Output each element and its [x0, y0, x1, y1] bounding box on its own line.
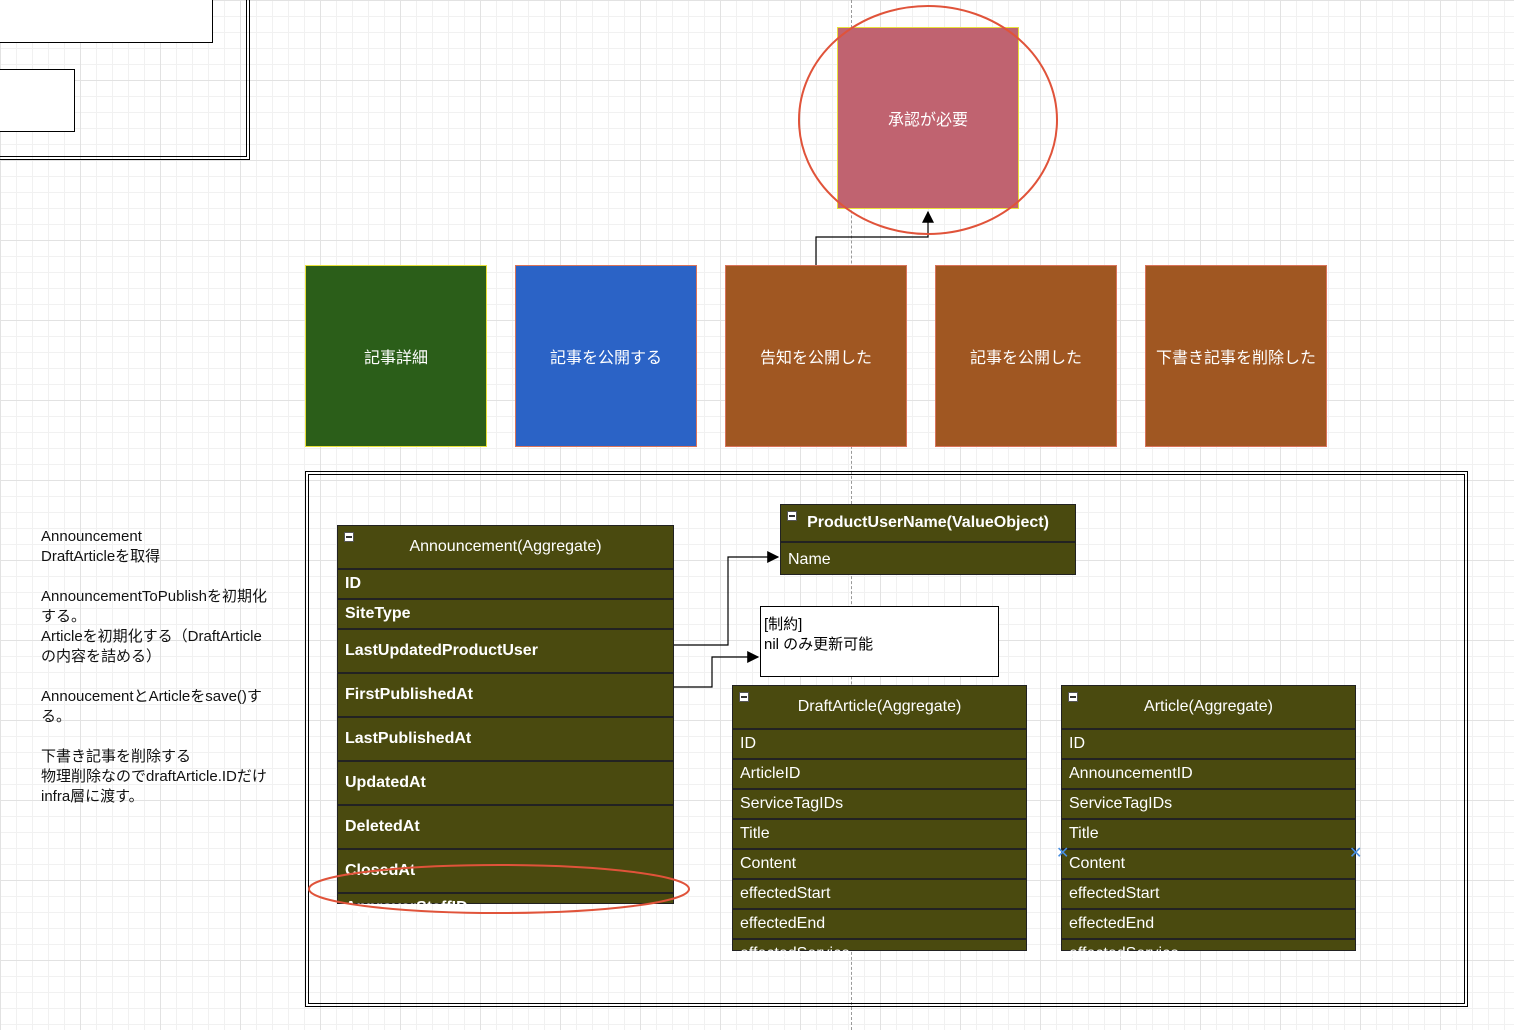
uml-title-bold: ProductUserName(	[807, 514, 952, 531]
container-top-left[interactable]	[0, 0, 250, 160]
uml-title: DraftArticle(Aggregate)	[797, 698, 962, 715]
arrow-user-to-value-object	[674, 551, 780, 646]
collapse-icon[interactable]	[787, 511, 797, 521]
arrow-published-to-constraint	[674, 651, 760, 688]
box-top-left-1[interactable]	[0, 0, 213, 43]
uml-field[interactable]: ArticleID	[733, 760, 1026, 790]
collapse-icon[interactable]	[739, 692, 749, 702]
uml-title: Article(Aggregate)	[1144, 698, 1273, 715]
uml-field[interactable]: effectedStart	[1062, 880, 1355, 910]
uml-field[interactable]: effectedEnd	[1062, 910, 1355, 940]
connection-handle-icon[interactable]: ✕	[1056, 845, 1070, 862]
uml-field[interactable]: LastPublishedAt	[338, 718, 673, 762]
uml-field[interactable]: ServiceTagIDs	[1062, 790, 1355, 820]
announcement-aggregate[interactable]: Announcement(Aggregate) ID SiteType Last…	[337, 525, 674, 916]
uml-field[interactable]: SiteType	[338, 600, 673, 630]
uml-title: ProductUserName(ValueObject)	[807, 514, 1049, 532]
card-label: 記事詳細	[363, 350, 428, 367]
uml-field[interactable]: AnnouncementID	[1062, 760, 1355, 790]
card-draft-deleted[interactable]: 下書き記事を削除した	[1145, 265, 1327, 447]
draft-article-aggregate[interactable]: DraftArticle(Aggregate) ID ArticleID Ser…	[732, 685, 1027, 962]
uml-title: Announcement(Aggregate)	[409, 538, 602, 555]
card-article-published[interactable]: 記事を公開した	[935, 265, 1117, 447]
card-label: 記事を公開する	[549, 350, 662, 367]
card-article-detail[interactable]: 記事詳細	[305, 265, 487, 447]
collapse-icon[interactable]	[1068, 692, 1078, 702]
uml-field[interactable]: UpdatedAt	[338, 762, 673, 806]
uml-field[interactable]: Content	[733, 850, 1026, 880]
uml-field[interactable]: ID	[1062, 730, 1355, 760]
uml-header: Announcement(Aggregate)	[338, 526, 673, 570]
uml-field[interactable]: Title	[1062, 820, 1355, 850]
uml-title-rest: ValueObject)	[952, 514, 1049, 531]
arrow-announcement-to-approval	[815, 210, 934, 265]
article-aggregate[interactable]: Article(Aggregate) ID AnnouncementID Ser…	[1061, 685, 1356, 962]
uml-field[interactable]: ServiceTagIDs	[733, 790, 1026, 820]
connection-handle-icon[interactable]: ✕	[1349, 845, 1363, 862]
card-announcement-published[interactable]: 告知を公開した	[725, 265, 907, 447]
uml-field[interactable]: ID	[338, 570, 673, 600]
uml-field[interactable]: Title	[733, 820, 1026, 850]
box-top-left-2[interactable]	[0, 69, 75, 132]
collapse-icon[interactable]	[344, 532, 354, 542]
card-label: 告知を公開した	[759, 350, 872, 367]
uml-field[interactable]: Content	[1062, 850, 1355, 880]
uml-field[interactable]: DeletedAt	[338, 806, 673, 850]
uml-field[interactable]: effectedService	[740, 945, 850, 962]
constraint-note[interactable]: [制約] nil のみ更新可能	[760, 606, 999, 677]
uml-field[interactable]: Name	[788, 550, 831, 568]
card-label: 承認が必要	[887, 112, 968, 129]
card-label: 記事を公開した	[969, 350, 1082, 367]
uml-header: Article(Aggregate)	[1062, 686, 1355, 730]
uml-header: DraftArticle(Aggregate)	[733, 686, 1026, 730]
process-notes[interactable]: Announcement DraftArticleを取得 Announcemen…	[41, 528, 267, 805]
uml-field[interactable]: effectedEnd	[733, 910, 1026, 940]
uml-field[interactable]: FirstPublishedAt	[338, 674, 673, 718]
product-user-name-value-object[interactable]: ProductUserName(ValueObject) Name	[780, 504, 1076, 575]
card-publish-article[interactable]: 記事を公開する	[515, 265, 697, 447]
uml-field[interactable]: effectedService	[1069, 945, 1179, 962]
highlight-ellipse-approval	[798, 5, 1058, 235]
aggregate-container[interactable]	[305, 471, 1468, 1007]
card-approval-required[interactable]: 承認が必要	[837, 27, 1019, 209]
uml-field[interactable]: effectedStart	[733, 880, 1026, 910]
card-label: 下書き記事を削除した	[1155, 350, 1316, 367]
uml-header: ProductUserName(ValueObject)	[781, 505, 1075, 543]
uml-field[interactable]: LastUpdatedProductUser	[338, 630, 673, 674]
highlight-ellipse-approver-field	[308, 864, 690, 914]
uml-field[interactable]: ID	[733, 730, 1026, 760]
